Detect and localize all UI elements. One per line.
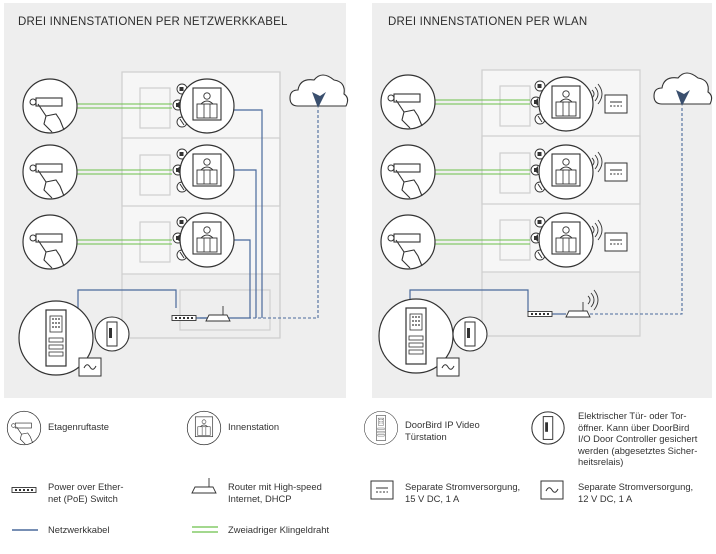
floor-button-icon [22,78,78,134]
bell-wires-right [424,99,530,245]
legend-doorbird-icon [364,411,398,445]
floor-button-icon [22,144,78,200]
psu-15v-icon [604,162,628,182]
legend-psu12-line: 12 V DC, 1 A [578,492,633,504]
psu-15v-icon [604,94,628,114]
legend-psu-12v-icon [540,480,564,500]
legend-psu-15v-icon [370,480,394,500]
legend-router-icon [191,477,217,494]
legend-poe-line: Power over Ether- [48,481,124,492]
legend-floor-button-label: Etagenruftaste [48,421,109,432]
floor-button-icon [22,214,78,270]
legend-poe-label: Power over Ether- net (PoE) Switch [48,481,124,504]
panel-network-cable: DREI INNENSTATIONEN PER NETZWERKKABEL [4,3,349,398]
legend-poe-line: net (PoE) Switch [48,492,118,504]
indoor-station-icon [179,144,235,200]
legend-network-cable-label: Netzwerkkabel [48,524,110,535]
legend-psu12-label: Separate Stromversorgung, 12 V DC, 1 A [578,481,693,504]
psu-12v-icon [78,357,102,377]
legend-doorbird-line: Türstation [405,430,447,442]
legend-floor-button-icon [6,410,42,446]
legend-doorbird-line: DoorBird IP Video [405,419,480,430]
psu-12v-icon [436,357,460,377]
network-cables-right [409,289,566,315]
legend-indoor-station-icon [186,410,222,446]
legend-router-label: Router mit High-speed Internet, DHCP [228,481,322,504]
poe-switch-icon [527,311,553,317]
indoor-station-icon [538,144,594,200]
legend-icons [6,410,565,533]
bell-wires-left [64,103,172,245]
legend-psu15-label: Separate Stromversorgung, 15 V DC, 1 A [405,481,520,504]
legend-opener-line: öffner. Kann über DoorBird [578,421,690,433]
indoor-station-icon [538,212,594,268]
legend-psu15-line: 15 V DC, 1 A [405,492,460,504]
floor-button-icon [380,144,436,200]
legend-psu15-line: Separate Stromversorgung, [405,481,521,492]
panel-wlan: DREI INNENSTATIONEN PER WLAN [372,3,713,398]
legend-poe-switch-icon [11,487,37,493]
legend-bell-wire-label: Zweiadriger Klingeldraht [228,524,330,535]
legend-doorbird-label: DoorBird IP Video Türstation [405,419,480,442]
legend-indoor-station-label: Innenstation [228,421,280,432]
indoor-station-icon [179,212,235,268]
psu-15v-icon [604,232,628,252]
panel-right-title: DREI INNENSTATIONEN PER WLAN [388,16,587,28]
indoor-station-icon [179,78,235,134]
internet-link-left [228,110,319,319]
legend-opener-line: heitsrelais) [578,456,624,467]
floor-button-icon [380,214,436,270]
poe-switch-icon [171,315,197,321]
legend-router-line: Router mit High-speed [228,481,322,492]
panel-left-title: DREI INNENSTATIONEN PER NETZWERKKABEL [18,16,288,28]
legend-psu12-line: Separate Stromversorgung, [578,481,694,492]
legend-opener-label: Elektrischer Tür- oder Tor- öffner. Kann… [578,410,697,468]
door-opener-icon [94,316,130,352]
door-opener-icon [452,316,488,352]
legend-opener-line: werden (abgesetztes Sicher- [578,444,698,456]
indoor-station-icon [538,76,594,132]
legend-router-line: Internet, DHCP [228,492,292,504]
internet-link-right [590,108,683,315]
floor-button-icon [380,74,436,130]
legend-opener-line: Elektrischer Tür- oder Tor- [578,410,687,421]
legend-opener-line: I/O Door Controller gesichert [578,433,698,444]
legend-door-opener-icon [531,411,565,445]
